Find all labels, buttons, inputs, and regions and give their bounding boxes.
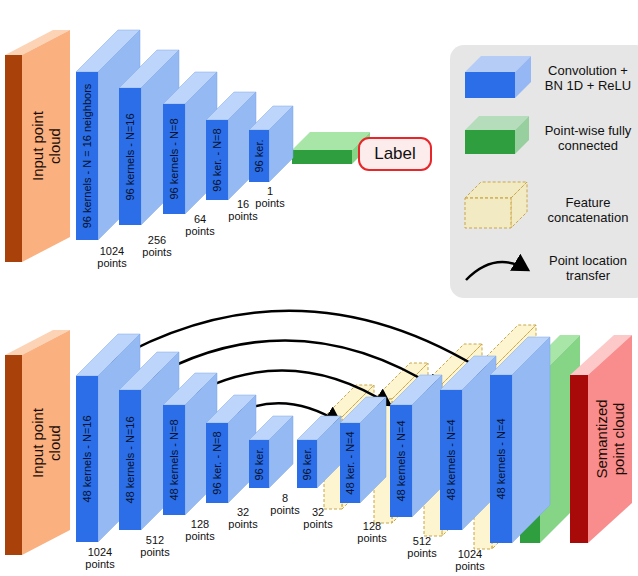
legend-panel: [450, 45, 638, 298]
block-front-face: [163, 104, 185, 214]
block-label: 96 ker.: [301, 447, 314, 480]
block-label: 48 kernels - N=4: [445, 419, 458, 500]
point-count-label: 32 points: [299, 506, 337, 530]
block-label: 48 kernels - N=8: [168, 419, 181, 500]
cloud-front-face: [5, 355, 22, 555]
block-side-face: [317, 416, 341, 488]
cloud-front-face: [5, 55, 22, 262]
convolution-block: 48 kernels - N=8: [163, 405, 185, 515]
legend-text: Convolution + BN 1D + ReLU: [540, 63, 636, 93]
block-front-face: [206, 423, 228, 503]
point-count-label: 512 points: [136, 534, 174, 558]
block-label: 96 ker. - N=8: [211, 431, 224, 494]
block-front-face: [76, 376, 98, 542]
block-front-face: [163, 405, 185, 515]
convolution-block: 96 ker.: [297, 440, 317, 488]
point-count-label: 1024 points: [451, 548, 489, 572]
point-cloud-block: Input point cloud: [22, 330, 70, 555]
legend-swatch-group: [465, 116, 529, 154]
block-side-face: [98, 30, 140, 240]
point-cloud-block: Semantized point cloud: [588, 335, 632, 543]
point-count-label: 1024 points: [93, 245, 131, 269]
convolution-block: 48 kernels - N=4: [440, 390, 462, 530]
legend-text: Feature concatenation: [540, 195, 636, 225]
block-label: 96 ker.: [253, 447, 266, 480]
cloud-side-face: [22, 330, 70, 555]
block-side-face: [269, 416, 293, 488]
block-front-face: [119, 88, 141, 225]
block-label: 48 ker. - N=4: [344, 431, 357, 494]
block-side-face: [98, 334, 140, 542]
point-count-label: 1 points: [251, 185, 289, 209]
convolution-block: 48 kernels - N=16: [119, 390, 141, 530]
block-front-face: [297, 440, 317, 488]
point-cloud-label: Input point cloud: [29, 397, 63, 489]
concatenation-face: [465, 198, 511, 228]
cloud-side-face: [22, 30, 70, 262]
block-label: 96 kernels - N = 16 neighbors: [81, 84, 94, 229]
swatch-side-face: [515, 56, 531, 98]
legend-text: Point location transfer: [540, 253, 636, 283]
legend-swatch: [465, 72, 515, 98]
block-label: 96 ker. - N=8: [211, 128, 224, 191]
point-count-label: 32 points: [224, 506, 262, 530]
point-cloud-block: Input point cloud: [22, 30, 70, 262]
block-front-face: [119, 390, 141, 530]
convolution-block: 96 ker. - N=8: [206, 423, 228, 503]
block-side-face: [412, 375, 442, 517]
convolution-block: 96 ker.: [249, 440, 269, 488]
block-front-face: [76, 72, 98, 240]
legend-text: Point-wise fully connected: [540, 123, 636, 153]
convolution-block: 96 kernels - N = 16 neighbors: [76, 72, 98, 240]
block-front-face: [390, 405, 412, 517]
block-front-face: [206, 120, 228, 200]
point-count-label: 64 points: [181, 213, 219, 237]
output-label: Label: [374, 144, 416, 164]
legend-samples: [465, 56, 531, 280]
block-label: 96 ker.: [253, 139, 266, 172]
point-count-label: 256 points: [138, 234, 176, 258]
legend-swatch-group: [465, 56, 531, 98]
block-label: 96 kernels - N=8: [168, 118, 181, 199]
convolution-block: 96 ker. - N=8: [206, 120, 228, 200]
convolution-block: 96 kernels - N=16: [119, 88, 141, 225]
cloud-side-face: [588, 335, 632, 543]
swatch-side-face: [515, 116, 529, 154]
block-label: 48 kernels - N=4: [395, 420, 408, 501]
concatenation-group: [324, 325, 536, 549]
block-front-face: [440, 390, 462, 530]
legend-swatch: [465, 130, 515, 154]
legend-arrow-sample: [466, 262, 528, 280]
block-label: 96 kernels - N=16: [124, 113, 137, 200]
point-count-label: 512 points: [403, 535, 441, 559]
point-count-label: 8 points: [266, 492, 304, 516]
output-label-box: Label: [358, 137, 432, 171]
block-front-face: [490, 375, 512, 543]
point-count-label: 128 points: [181, 518, 219, 542]
concatenation-face: [511, 182, 527, 228]
block-label: 48 kernels - N=4: [495, 418, 508, 499]
block-label: 48 kernels - N=16: [124, 416, 137, 503]
block-side-face: [512, 337, 550, 543]
block-side-face: [360, 397, 386, 503]
block-front-face: [340, 423, 360, 503]
convolution-block: 96 kernels - N=8: [163, 104, 185, 214]
point-cloud-label: Semantized point cloud: [593, 393, 627, 485]
block-front-face: [249, 130, 269, 182]
convolution-block: 48 kernels - N=16: [76, 376, 98, 542]
convolution-block: 48 kernels - N=4: [490, 375, 512, 543]
block-label: 48 kernels - N=16: [81, 415, 94, 502]
block-side-face: [269, 106, 293, 182]
block-front-face: [249, 440, 269, 488]
point-cloud-label: Input point cloud: [29, 100, 63, 192]
point-count-label: 1024 points: [81, 546, 119, 570]
legend-concatenation-sample: [465, 182, 527, 228]
convolution-block: 48 kernels - N=4: [390, 405, 412, 517]
convolution-block: 48 ker. - N=4: [340, 423, 360, 503]
cloud-front-face: [570, 375, 588, 543]
point-count-label: 128 points: [353, 520, 391, 544]
convolution-block: 96 ker.: [249, 130, 269, 182]
